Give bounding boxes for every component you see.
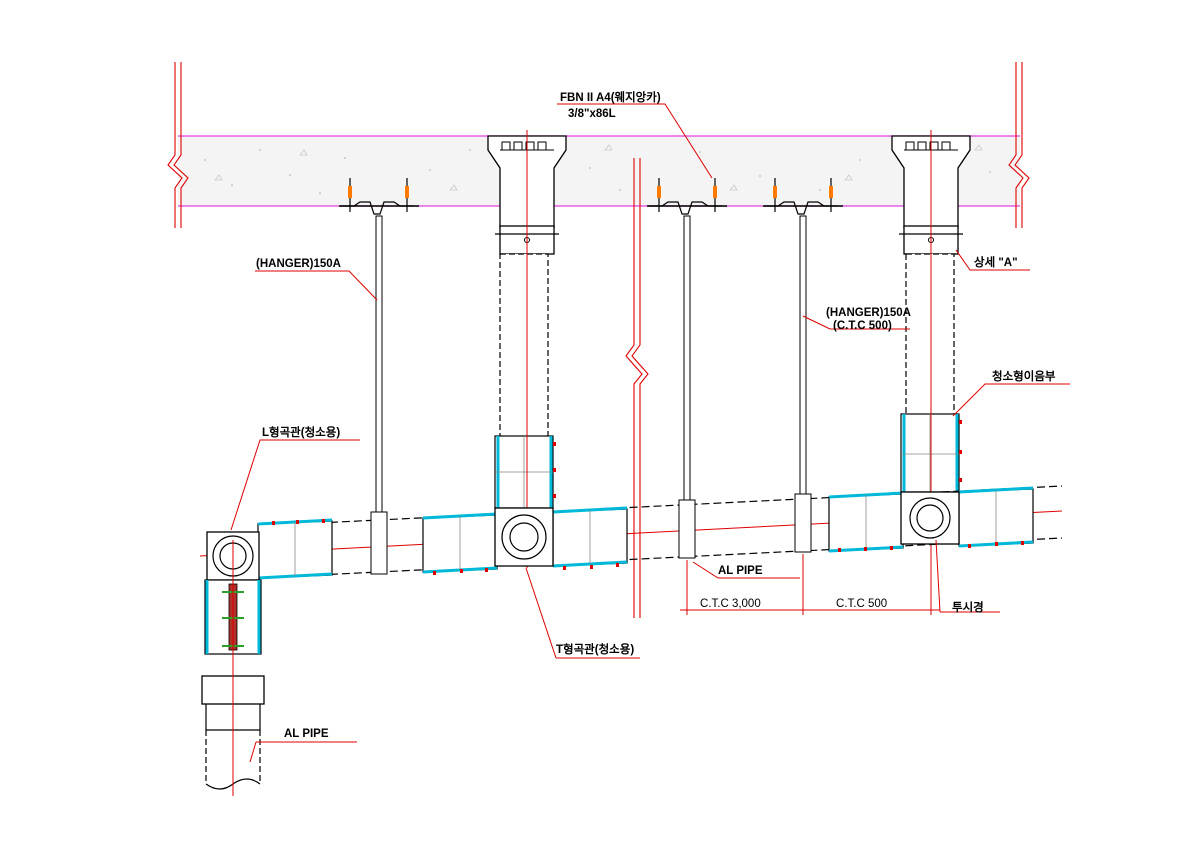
dimension-ctc-3000: C.T.C 3,000 [700,598,761,610]
concrete-slab [178,135,1020,207]
hanger-assembly-center [647,178,727,501]
break-line-center [625,158,649,618]
hanger-assembly-left [339,178,419,513]
drop-pipe-left [201,540,265,796]
coupling-2 [422,512,498,574]
hanger-label-left: (HANGER)150A [256,258,341,270]
cleanout-joint-label: 청소형이음부 [992,369,1056,383]
l-elbow-label: L형곡관(청소용) [262,425,340,439]
hanger-assembly-right [763,178,843,495]
break-line-left [167,62,189,228]
break-line-right [1008,62,1030,228]
leader-lines [230,103,1070,763]
bolt-markers [272,420,1024,575]
t-fitting-center [494,507,554,567]
pipe-clamps [370,493,812,575]
t-elbow-label: T형곡관(청소용) [556,642,634,656]
coupling-1 [257,518,333,580]
al-pipe-label-middle: AL PIPE [718,565,763,577]
sight-glass-label: 투시경 [952,600,984,614]
drain-stack-right [891,130,971,560]
dimension-lines [680,554,940,615]
hanger-label-right-line1: (HANGER)150A [826,307,911,319]
pipe-couplings [257,486,1034,580]
anchor-label-line1: FBN II A4(웨지앙카) [560,90,661,104]
hanger-label-right-line2: (C.T.C 500) [833,320,892,332]
dimension-ctc-500: C.T.C 500 [836,598,887,610]
coupling-4 [828,491,904,553]
detail-a-label: 상세 "A" [974,255,1018,269]
anchor-label-line2: 3/8"x86L [568,108,616,120]
al-pipe-label-bottom: AL PIPE [284,728,329,740]
coupling-3 [552,506,628,568]
drain-stack-center [487,130,567,568]
t-fitting-right [900,491,960,545]
coupling-5 [958,486,1034,548]
